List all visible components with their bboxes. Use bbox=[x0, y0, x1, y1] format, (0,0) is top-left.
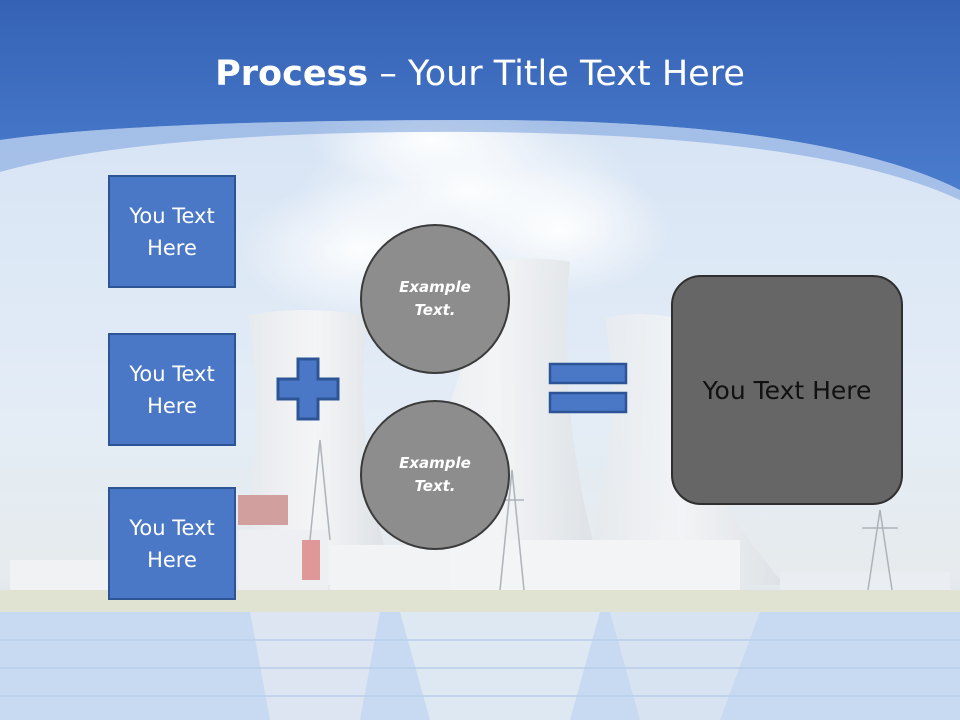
equals-icon bbox=[548, 362, 628, 414]
example-circle-2[interactable]: Example Text. bbox=[360, 400, 510, 550]
input-box-1-label: You Text Here bbox=[129, 203, 215, 260]
example-circle-1-label: Example Text. bbox=[399, 278, 471, 319]
input-box-1[interactable]: You Text Here bbox=[108, 175, 236, 288]
input-box-2-label: You Text Here bbox=[129, 361, 215, 418]
example-circle-1[interactable]: Example Text. bbox=[360, 224, 510, 374]
result-box-label: You Text Here bbox=[702, 375, 872, 405]
input-box-3[interactable]: You Text Here bbox=[108, 487, 236, 600]
title-rest: – Your Title Text Here bbox=[368, 54, 745, 94]
input-box-3-label: You Text Here bbox=[129, 515, 215, 572]
input-box-2[interactable]: You Text Here bbox=[108, 333, 236, 446]
title-bold: Process bbox=[215, 54, 369, 94]
plus-icon bbox=[276, 357, 340, 421]
result-box[interactable]: You Text Here bbox=[671, 275, 903, 505]
page-title: Process – Your Title Text Here bbox=[0, 52, 960, 96]
example-circle-2-label: Example Text. bbox=[399, 454, 471, 495]
